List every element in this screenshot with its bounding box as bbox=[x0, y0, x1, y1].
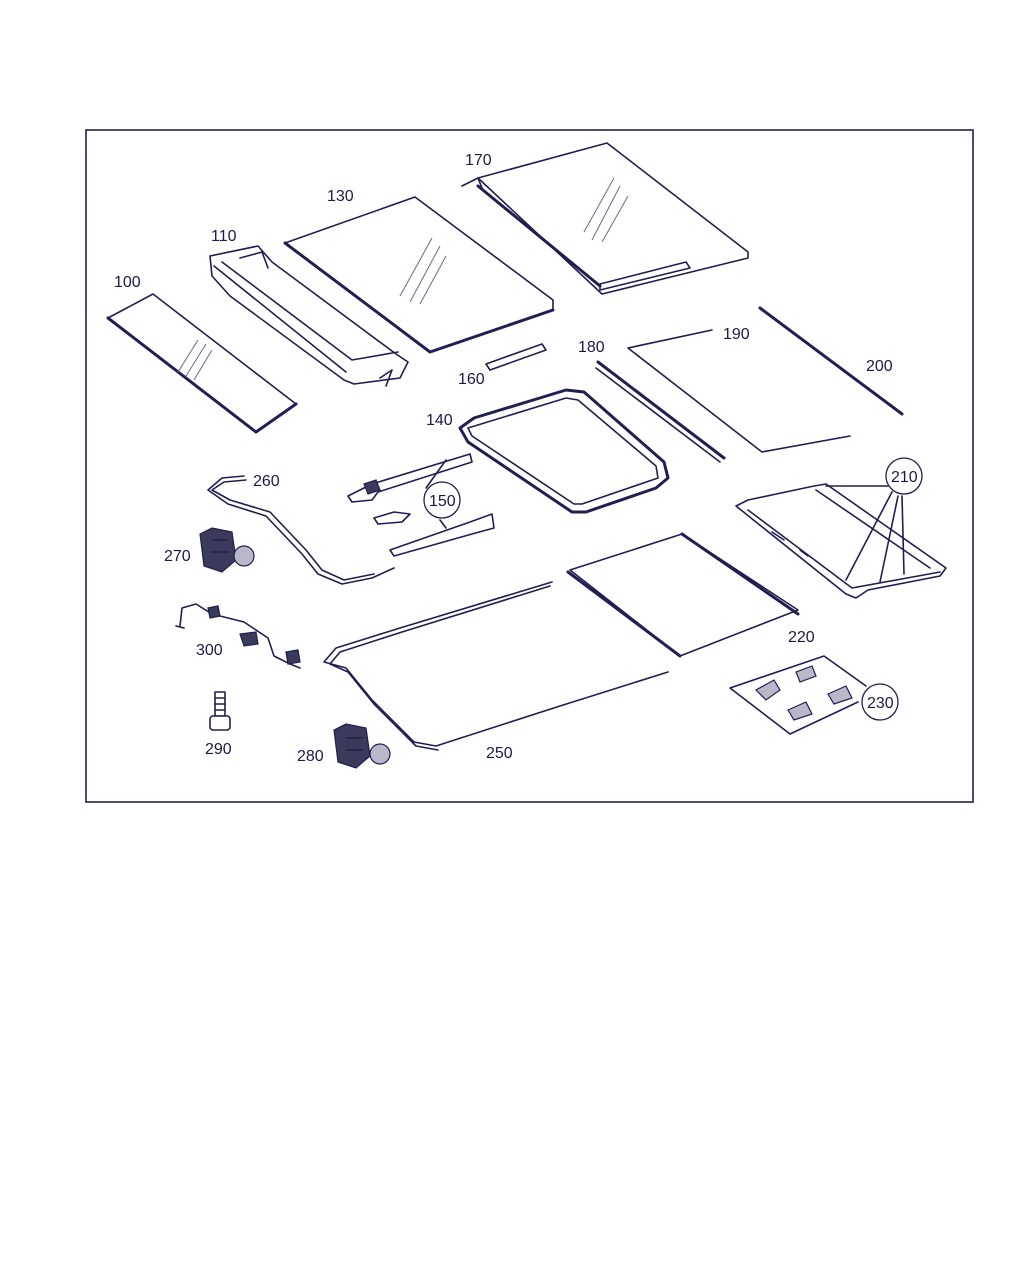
part-140-seal-frame[interactable] bbox=[458, 388, 670, 514]
callout-200: 200 bbox=[866, 358, 893, 375]
callout-220: 220 bbox=[788, 629, 815, 646]
callout-190: 190 bbox=[723, 326, 750, 343]
part-130-glass-panel[interactable] bbox=[283, 196, 555, 354]
callout-280: 280 bbox=[297, 748, 324, 765]
part-170-glass-panel[interactable] bbox=[461, 142, 749, 295]
part-200-seal-strip[interactable] bbox=[758, 306, 904, 416]
callout-160: 160 bbox=[458, 371, 485, 388]
callout-100: 100 bbox=[114, 274, 141, 291]
part-100-glass-panel[interactable] bbox=[106, 293, 298, 434]
diagram-frame bbox=[85, 129, 974, 803]
callout-230: 230 bbox=[867, 695, 894, 712]
part-300-wiring-harness[interactable] bbox=[175, 603, 301, 669]
part-160-strip[interactable] bbox=[485, 343, 547, 371]
part-290-bolt[interactable] bbox=[209, 691, 231, 731]
callout-250: 250 bbox=[486, 745, 513, 762]
callout-130: 130 bbox=[327, 188, 354, 205]
part-250-drain-hose[interactable] bbox=[323, 581, 669, 751]
part-210-rear-frame[interactable] bbox=[735, 483, 947, 599]
callout-210: 210 bbox=[891, 469, 918, 486]
callout-180: 180 bbox=[578, 339, 605, 356]
part-220-sunblind[interactable] bbox=[566, 532, 800, 658]
callout-290: 290 bbox=[205, 741, 232, 758]
part-260-cable[interactable] bbox=[207, 475, 395, 585]
callout-260: 260 bbox=[253, 473, 280, 490]
callout-150-circle bbox=[423, 481, 461, 519]
part-280-motor[interactable] bbox=[333, 723, 391, 769]
callout-110: 110 bbox=[211, 228, 237, 245]
part-230-clip-set[interactable] bbox=[729, 655, 867, 735]
callout-300: 300 bbox=[196, 642, 223, 659]
callout-170: 170 bbox=[465, 152, 492, 169]
part-180-seal-strip[interactable] bbox=[595, 360, 726, 463]
part-270-motor[interactable] bbox=[199, 527, 255, 573]
part-150-guide-rails[interactable] bbox=[347, 453, 495, 557]
callout-230-circle bbox=[861, 683, 899, 721]
callout-270: 270 bbox=[164, 548, 191, 565]
part-190-seal-wire[interactable] bbox=[627, 329, 851, 453]
callout-140: 140 bbox=[426, 412, 453, 429]
callout-150: 150 bbox=[429, 493, 456, 510]
callout-210-circle bbox=[885, 457, 923, 495]
part-110-front-frame[interactable] bbox=[209, 245, 409, 387]
